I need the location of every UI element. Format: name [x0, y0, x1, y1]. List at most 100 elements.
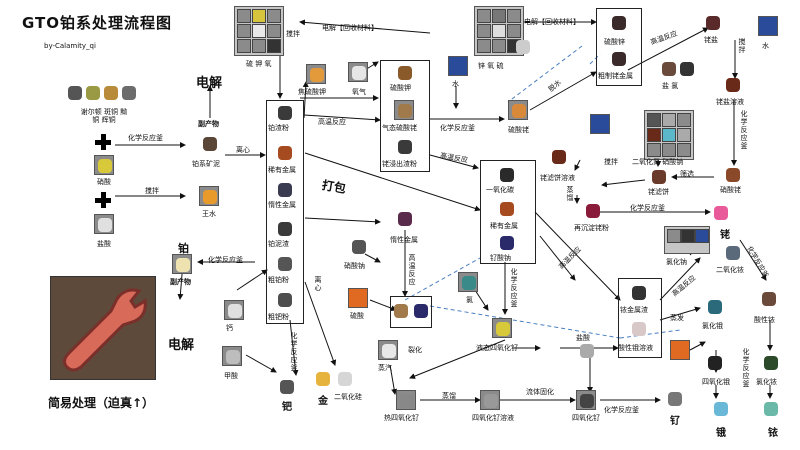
zn-sulfate-icon [612, 16, 626, 30]
calcium-slot [224, 300, 244, 320]
ir-icon [764, 402, 778, 416]
edge-label: 离心 [236, 146, 250, 154]
crude-pd-label: 粗钯粉 [268, 313, 289, 321]
byproduct-label: 副产物 [198, 120, 219, 128]
water-slot [448, 56, 468, 76]
sodium-nitrate-label: 硝酸钠 [344, 262, 365, 270]
rare-metal-label: 稀有金属 [268, 166, 296, 174]
author-credit: by-Calamity_qi [44, 42, 96, 50]
co-icon [500, 168, 514, 182]
rh-salt-sol-icon [726, 78, 740, 92]
gaseous-rh-label: 气态硫酸铑 [382, 124, 417, 132]
crude-pd-icon [278, 293, 292, 307]
ru-blue-icon [414, 304, 428, 318]
edge-label: 化学反应釜 [630, 204, 665, 212]
byproduct-label: 副产物 [170, 278, 191, 286]
crafting-grid [664, 226, 710, 254]
nitric-acid-label: 硝酸 [97, 178, 111, 186]
hot-ruo4-slot [396, 390, 416, 410]
rh-filter-icon [706, 16, 720, 30]
ir-chloride-label: 氯化铱 [756, 378, 777, 386]
hcl-slot [94, 214, 114, 234]
ruthenium-label: 钌 [670, 416, 680, 427]
sulfur-k-ox-label: 硫 钾 氧 [246, 60, 272, 68]
aqua-regia-slot [199, 186, 219, 206]
inert-metal2-icon [398, 212, 412, 226]
gold-label: 金 [318, 396, 328, 407]
edge-label: 蒸馏 [566, 186, 574, 202]
electrolysis-label: 电解 [196, 76, 223, 91]
rare-metal2-icon [500, 202, 514, 216]
water2-label: 水 [762, 42, 769, 50]
rh-filter-cake-label: 铑滤饼 [648, 188, 669, 196]
sulfuric-label: 硫酸 [350, 312, 364, 320]
hcl2-icon [580, 344, 594, 358]
hot-ruo4-label: 热四氧化钌 [384, 414, 419, 422]
edge-label: 高温反应 [408, 254, 416, 286]
rh-sulfate-label: 硫酸铑 [508, 126, 529, 134]
ir-dioxide-label: 二氧化铱 [716, 266, 744, 274]
hcl-label: 盐酸 [97, 240, 111, 248]
gaseous-rh-slot [394, 100, 414, 120]
nitric-acid-slot [94, 155, 114, 175]
formic-label: 甲酸 [224, 372, 238, 380]
os-tetroxide-icon [708, 356, 722, 370]
crafting-grid [234, 6, 284, 56]
blue-slot [590, 114, 610, 134]
co-label: 一氧化碳 [486, 186, 514, 194]
edge-label: 搅拌 [286, 30, 300, 38]
ruo4-liquid-slot [492, 318, 512, 338]
ir-os-box [618, 278, 662, 358]
acid-ir-icon [762, 292, 776, 306]
ir-residue-icon [632, 286, 646, 300]
edge-label: 化学反应釜 [208, 256, 243, 264]
si-label: 二氧化硅 [334, 393, 362, 401]
edge-label: 筛选 [680, 170, 694, 178]
ruo4-solution-label: 四氧化钌溶液 [472, 414, 514, 422]
ruo4-slot [576, 390, 596, 410]
si-icon [338, 372, 352, 386]
crude-rh-label: 粗制铑金属 [598, 72, 633, 80]
os-chloride-icon [708, 300, 722, 314]
conc-h2so4-slot [306, 64, 326, 84]
edge-label: 电解【回收材料】 [322, 24, 378, 32]
crafting-grid [644, 110, 694, 160]
ru-sodium-icon [500, 236, 514, 250]
edge-label: 搅拌 [738, 38, 746, 54]
rh-filter-cake-icon [652, 170, 666, 184]
rh-salt-label: 盐 氯 [662, 82, 679, 90]
ruo4-label: 四氧化钌 [572, 414, 600, 422]
ir-dioxide-icon [726, 246, 740, 260]
os-tetroxide-label: 四氧化锇 [702, 378, 730, 386]
zn-ox-s-label: 锌 氧 硫 [478, 62, 504, 70]
ruo4-solution-slot [480, 390, 500, 410]
ru-brown-icon [394, 304, 408, 318]
rhodium-label: 铑 [720, 230, 730, 241]
plus-icon [95, 192, 111, 208]
sodium-nitrate-icon [352, 240, 366, 254]
crafting-grid [474, 6, 524, 56]
oxygen-slot [348, 62, 368, 82]
os-chloride-label: 氯化锇 [702, 322, 723, 330]
pd-residue-label: 铂泥渣 [268, 240, 289, 248]
ore-icon [122, 86, 136, 100]
inert-metal2-label: 惰性金属 [390, 236, 418, 244]
aqua-regia-label: 王水 [202, 210, 216, 218]
water-label: 水 [452, 80, 459, 88]
rh-sulfate-slot [508, 100, 528, 120]
rare-metal-icon [278, 146, 292, 160]
ore-icon [104, 86, 118, 100]
calcium-label: 钙 [226, 324, 233, 332]
edge-label: 蒸发 [670, 314, 684, 322]
rare-metal2-label: 稀有金属 [490, 222, 518, 230]
sulfuric-slot [348, 288, 368, 308]
edge-label: 化学反应釜 [290, 332, 298, 372]
rh-salt-icon [662, 62, 676, 76]
ores-label: 谢尔顿 斑铜 黝铜 辉铜 [80, 108, 128, 124]
gold-icon [316, 372, 330, 386]
edge-label: 化学反应釜 [128, 134, 163, 142]
platinum-label: 铂 [178, 242, 189, 255]
ir-chloride-icon [764, 356, 778, 370]
pt-slot [172, 254, 192, 274]
